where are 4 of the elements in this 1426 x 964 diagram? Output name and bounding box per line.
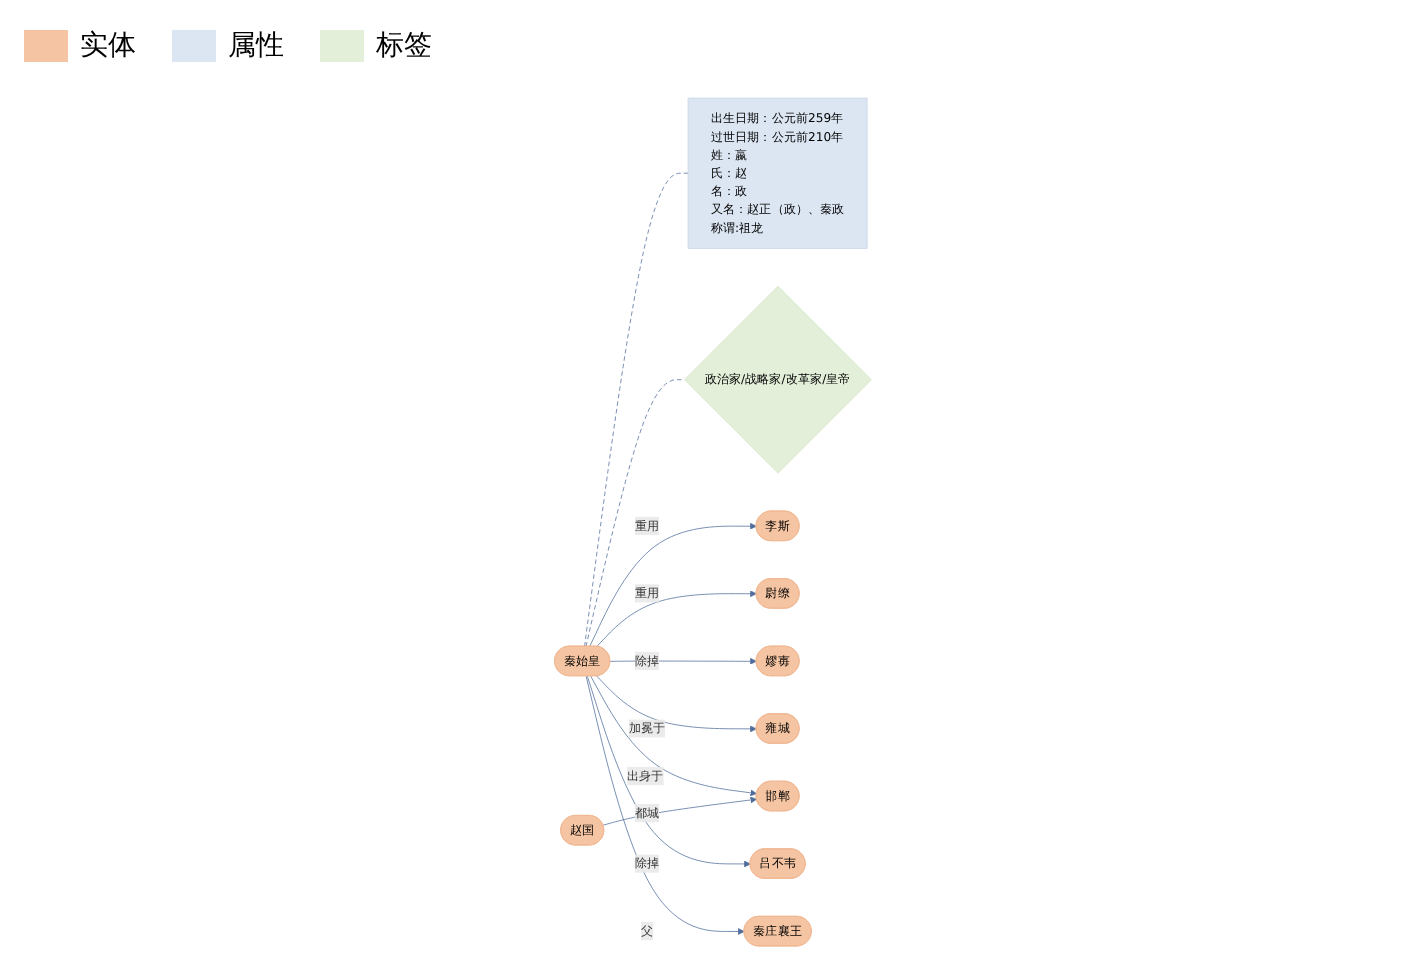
legend-text: 标签 (376, 28, 432, 64)
connector (585, 379, 685, 647)
legend-text: 实体 (80, 28, 136, 64)
legend-text: 属性 (228, 28, 284, 64)
